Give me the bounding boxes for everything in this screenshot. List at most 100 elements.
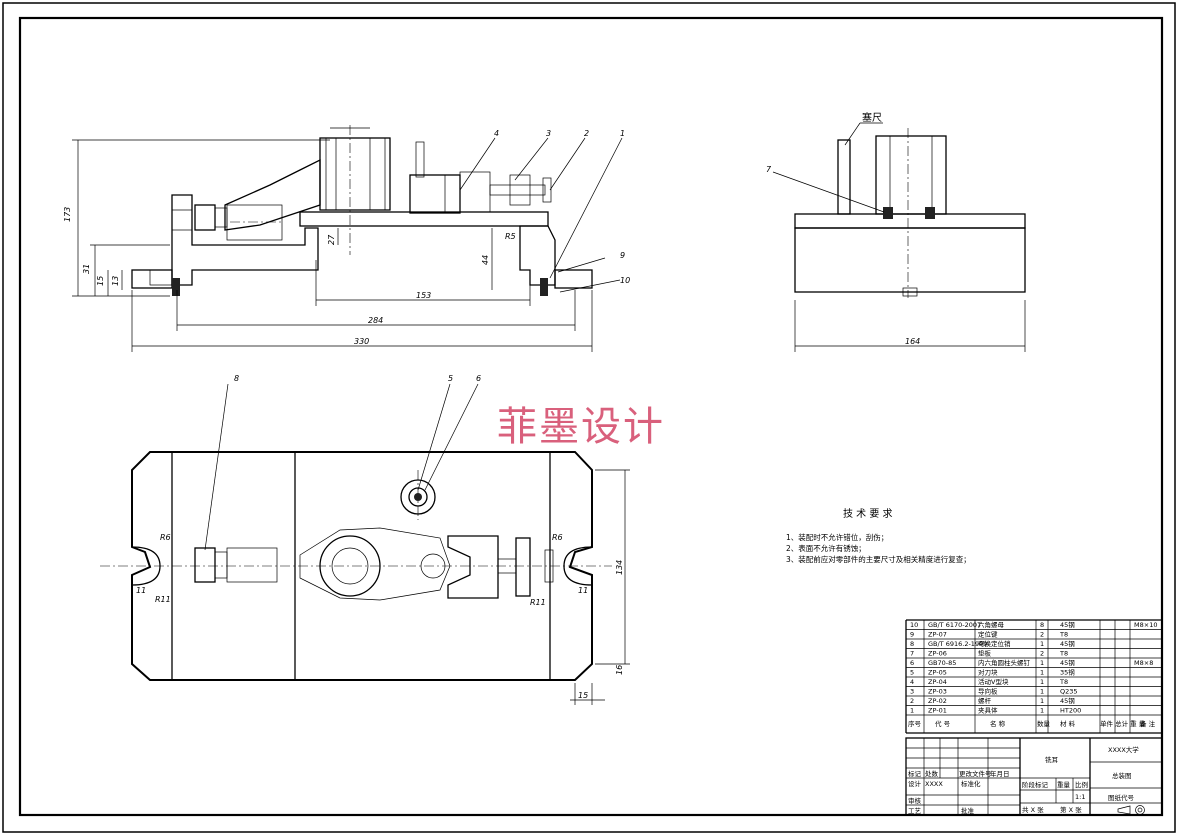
front-view-labels: 173 31 15 13 27 44 R5 153 284 330 1 2 3 … xyxy=(63,129,630,346)
title-block: 铣耳 XXXX大学 总装图 图纸代号 标记 处数 更改文件号 年月日 设计 XX… xyxy=(905,737,1163,816)
tb-count-label: 处数 xyxy=(925,769,939,778)
dim-27: 27 xyxy=(327,234,336,245)
bom-row-no: 10 xyxy=(910,621,918,629)
part-ref-6: 6 xyxy=(476,374,481,383)
bom-row-material: T8 xyxy=(1059,650,1068,658)
bom-row-code: GB70-85 xyxy=(928,659,956,667)
bom-row-no: 9 xyxy=(910,631,914,639)
bom-row-material: T8 xyxy=(1059,678,1068,686)
tb-scale-label: 比例 xyxy=(1075,780,1088,789)
bom-row-code: GB/T 6170-2007 xyxy=(928,621,981,629)
part-ref-2: 2 xyxy=(584,129,589,138)
bom-row-material: Q235 xyxy=(1060,688,1078,696)
tb-part-name: 铣耳 xyxy=(1045,755,1059,764)
dim-134: 134 xyxy=(615,560,624,575)
side-view-labels: 塞尺 7 164 xyxy=(766,111,920,346)
bom-row-name: 可换定位销 xyxy=(978,639,1011,648)
tb-check-label: 审核 xyxy=(908,796,922,805)
tb-std-label: 标准化 xyxy=(961,779,981,788)
bom-row-no: 1 xyxy=(910,707,914,715)
projection-symbol-icon xyxy=(1117,805,1145,815)
side-view xyxy=(772,122,1026,352)
bom-row-qty: 1 xyxy=(1040,659,1044,667)
bom-row-code: GB/T 6916.2-1999 xyxy=(928,640,987,648)
tb-approve-label: 批准 xyxy=(961,806,975,815)
dim-13: 13 xyxy=(111,276,120,286)
dim-r5: R5 xyxy=(505,232,516,241)
inner-border xyxy=(18,16,1164,817)
bom-header-qty: 数量 xyxy=(1037,719,1051,728)
bom-row-no: 2 xyxy=(910,697,914,705)
dim-11-right: 11 xyxy=(578,586,588,595)
tb-weight-label: 重量 xyxy=(1057,781,1071,789)
bom-row-code: ZP-07 xyxy=(928,631,947,639)
bom-row-material: T8 xyxy=(1059,631,1068,639)
bom-row-no: 3 xyxy=(910,688,914,696)
dim-15-top: 15 xyxy=(578,691,588,700)
bom-row-note: M8×8 xyxy=(1134,659,1153,667)
bom-row-qty: 2 xyxy=(1040,650,1044,658)
dim-r11-left: R11 xyxy=(155,595,171,604)
tech-req-item-3: 3、装配前应对零部件的主要尺寸及相关精度进行复查； xyxy=(786,554,971,564)
bom-row-name: 内六角圆柱头螺钉 xyxy=(978,658,1031,667)
bom-row-name: 定位键 xyxy=(978,630,998,639)
top-view xyxy=(100,383,630,705)
tb-drawing-name: 总装图 xyxy=(1112,771,1132,780)
tb-sheets: 共 X 张 xyxy=(1022,805,1044,814)
bom-row-no: 5 xyxy=(910,669,914,677)
bom-row-name: 活动V型块 xyxy=(978,677,1009,686)
bom-row-qty: 1 xyxy=(1040,688,1044,696)
bom-row-name: 对刀块 xyxy=(978,668,998,677)
bom-row-qty: 1 xyxy=(1040,707,1044,715)
tb-stage-label: 阶段标记 xyxy=(1022,780,1049,789)
dim-r6-left: R6 xyxy=(160,533,171,542)
dim-16: 16 xyxy=(615,665,624,675)
tb-mark-label: 标记 xyxy=(908,769,922,778)
bom-row-qty: 1 xyxy=(1040,640,1044,648)
bom-row-code: ZP-02 xyxy=(928,697,947,705)
bom-row-note: M8×10 xyxy=(1134,621,1157,629)
dim-164: 164 xyxy=(905,337,920,346)
part-ref-3: 3 xyxy=(546,129,551,138)
bom-row-qty: 1 xyxy=(1040,697,1044,705)
feeler-gauge-label: 塞尺 xyxy=(862,111,882,124)
tb-change-label: 更改文件号 xyxy=(959,769,992,778)
bom-header-code: 代 号 xyxy=(935,719,951,728)
tech-req-title: 技 术 要 求 xyxy=(843,507,893,520)
watermark-text: 菲墨设计 xyxy=(497,404,665,450)
bom-row-name: 导向板 xyxy=(978,687,998,696)
dim-31: 31 xyxy=(82,264,91,274)
tb-school: XXXX大学 xyxy=(1108,745,1139,754)
part-ref-8: 8 xyxy=(234,374,239,383)
tech-req-item-1: 1、装配时不允许错位，刮伤； xyxy=(786,532,888,542)
part-ref-1: 1 xyxy=(620,129,625,138)
tb-design-label: 设计 xyxy=(908,779,922,788)
bom-row-qty: 2 xyxy=(1040,631,1044,639)
bom-row-code: ZP-06 xyxy=(928,650,947,658)
bom-row-qty: 8 xyxy=(1040,621,1044,629)
bom-row-name: 螺杆 xyxy=(978,696,992,705)
bom-row-code: ZP-05 xyxy=(928,669,947,677)
tb-sheet: 第 X 张 xyxy=(1060,805,1082,814)
bom-row-code: ZP-04 xyxy=(928,678,947,686)
bom-header-note: 备 注 xyxy=(1140,719,1156,728)
dim-r6-right: R6 xyxy=(552,533,563,542)
bom-row-code: ZP-01 xyxy=(928,707,947,715)
part-ref-10: 10 xyxy=(620,276,630,285)
bom-row-code: ZP-03 xyxy=(928,688,947,696)
bom-row-material: 35钢 xyxy=(1060,669,1075,677)
bom-row-name: 垫板 xyxy=(978,649,992,658)
bom-row-material: 45钢 xyxy=(1060,659,1075,667)
tech-req-item-2: 2、表面不允许有锈蚀； xyxy=(786,543,866,553)
part-ref-9: 9 xyxy=(620,251,625,260)
tb-scale: 1:1 xyxy=(1075,793,1085,801)
dim-44: 44 xyxy=(481,255,490,265)
tb-design-name: XXXX xyxy=(925,780,943,788)
bom-row-qty: 1 xyxy=(1040,678,1044,686)
dim-15: 15 xyxy=(96,276,105,286)
bom-row-material: HT200 xyxy=(1060,707,1081,715)
bom-row-name: 六角螺母 xyxy=(978,620,1005,629)
